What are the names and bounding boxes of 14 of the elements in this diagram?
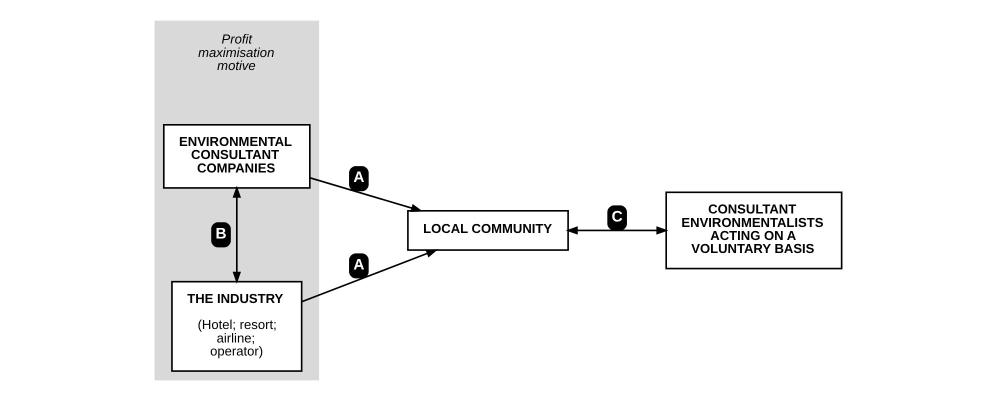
- node-box: CONSULTANT ENVIRONMENTALISTS ACTING ON A VOLUNTARY BASIS: [665, 192, 842, 270]
- arrow: [301, 249, 438, 303]
- node-box: ENVIRONMENTAL CONSULTANT COMPANIES: [162, 124, 311, 189]
- arrow: [310, 177, 423, 212]
- edge-label: A: [353, 256, 364, 274]
- edge-label: A: [353, 169, 364, 186]
- label: Profit maximisation motive: [198, 32, 274, 73]
- arrow: [566, 226, 668, 235]
- edge-label: C: [612, 208, 623, 226]
- arrow: [232, 186, 242, 284]
- node-box: LOCAL COMMUNITY: [407, 210, 569, 251]
- cluster: [154, 20, 320, 380]
- node-box: THE INDUSTRY (Hotel; resort; airline; operator): [171, 280, 302, 372]
- edge-label: B: [216, 225, 227, 242]
